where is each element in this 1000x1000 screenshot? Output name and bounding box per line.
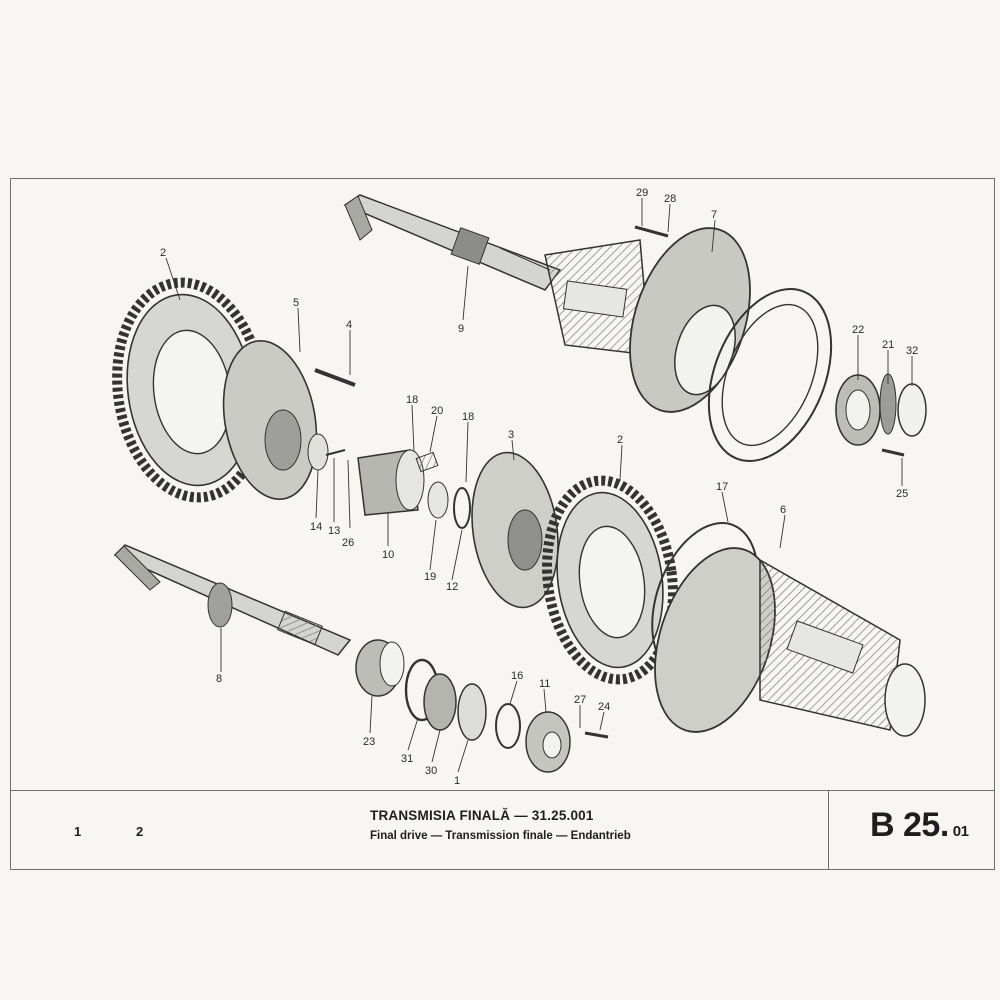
part-label: 21 xyxy=(882,339,894,351)
pin-13 xyxy=(325,449,346,456)
page-code-sub: 01 xyxy=(952,823,969,840)
page-number: 2 xyxy=(136,824,144,839)
part-label: 2 xyxy=(617,434,623,446)
footer-divider xyxy=(10,790,995,791)
part-label: 4 xyxy=(346,319,352,331)
part-label: 24 xyxy=(598,701,610,713)
document-title: TRANSMISIA FINALĂ — 31.25.001 xyxy=(370,808,594,823)
spring-20 xyxy=(415,451,439,473)
drawing-frame xyxy=(10,178,995,870)
bolt-24 xyxy=(584,731,609,739)
part-label: 6 xyxy=(780,504,786,516)
part-label: 25 xyxy=(896,488,908,500)
part-label: 2 xyxy=(160,247,166,259)
right-crown-gear xyxy=(542,475,678,685)
lower-pinion-shaft xyxy=(113,544,352,656)
part-label: 18 xyxy=(406,394,418,406)
part-label: 29 xyxy=(636,187,648,199)
page-code: B 25.01 xyxy=(870,806,969,845)
lower-axle-housing xyxy=(654,547,926,737)
upper-bearing-set xyxy=(835,373,927,446)
seal-30 xyxy=(423,673,457,731)
part-label: 22 xyxy=(852,324,864,336)
bolt-4 xyxy=(314,368,356,387)
part-label: 19 xyxy=(424,571,436,583)
part-label: 8 xyxy=(216,673,222,685)
part-label: 13 xyxy=(328,525,340,537)
part-label: 31 xyxy=(401,753,413,765)
differential-flange xyxy=(222,340,318,500)
page-number: 1 xyxy=(74,824,82,839)
part-label: 30 xyxy=(425,765,437,777)
upper-gasket xyxy=(707,288,833,462)
part-label: 23 xyxy=(363,736,375,748)
lower-bearing-23 xyxy=(355,639,405,697)
page-code-main: B 25. xyxy=(870,806,949,844)
part-label: 14 xyxy=(310,521,322,533)
part-label: 20 xyxy=(431,405,443,417)
part-label: 11 xyxy=(539,678,550,690)
part-label: 27 xyxy=(574,694,586,706)
part-label: 32 xyxy=(906,345,918,357)
part-label: 9 xyxy=(458,323,464,335)
disc-plate-3 xyxy=(471,451,559,609)
left-crown-gear xyxy=(112,277,268,503)
ring-12 xyxy=(453,487,471,529)
part-callouts: 29 28 7 2 5 4 9 22 21 32 18 20 18 3 25 1… xyxy=(160,187,918,787)
upper-axle-housing xyxy=(544,227,751,413)
ring-1 xyxy=(457,683,487,741)
part-label: 10 xyxy=(382,549,394,561)
part-label: 26 xyxy=(342,537,354,549)
part-label: 7 xyxy=(711,209,717,221)
washer-14 xyxy=(307,433,329,471)
part-label: 12 xyxy=(446,581,458,593)
page-code-divider xyxy=(828,790,829,870)
upper-halfshaft xyxy=(343,194,562,291)
cover-flange-11 xyxy=(525,711,571,773)
part-label: 17 xyxy=(716,481,728,493)
differential-carrier xyxy=(357,449,425,516)
bolt-29 xyxy=(634,225,669,238)
part-label: 16 xyxy=(511,670,523,682)
part-label: 1 xyxy=(454,775,460,787)
document-subtitle: Final drive — Transmission finale — Enda… xyxy=(370,830,631,842)
ring-19 xyxy=(427,481,449,519)
part-label: 18 xyxy=(462,411,474,423)
part-label: 28 xyxy=(664,193,676,205)
bolt-25 xyxy=(881,448,905,457)
part-label: 3 xyxy=(508,429,514,441)
part-label: 5 xyxy=(293,297,299,309)
washer-16 xyxy=(495,703,521,749)
